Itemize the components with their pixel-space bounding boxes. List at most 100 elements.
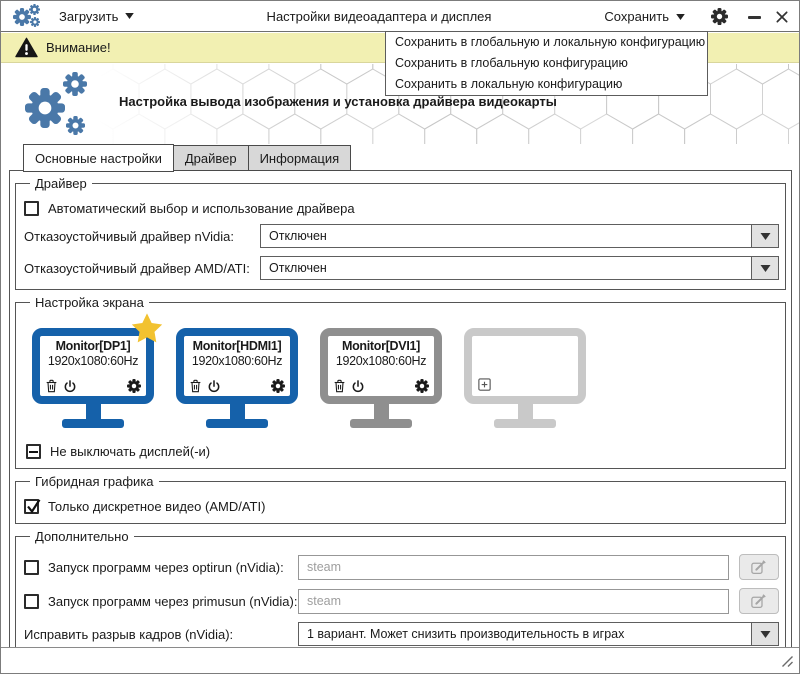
save-button[interactable]: Сохранить [604,9,685,24]
nvidia-failsafe-label: Отказоустойчивый драйвер nVidia: [24,228,234,244]
warning-triangle-icon [15,37,38,58]
tearing-fix-select[interactable]: 1 вариант. Может снизить производительно… [298,622,779,646]
monitor-base [206,419,268,428]
pencil-icon [750,592,768,610]
discrete-only-checkbox[interactable] [24,499,41,514]
load-button-label: Загрузить [59,8,119,24]
amd-failsafe-value: Отключен [269,261,327,275]
gear-icon[interactable] [127,379,141,393]
save-menu-item[interactable]: Сохранить в локальную конфигурацию [395,77,623,91]
optirun-label: Запуск программ через optirun (nVidia): [48,559,284,575]
tearing-fix-value: 1 вариант. Может снизить производительно… [307,627,625,641]
settings-gear-icon[interactable] [711,8,728,25]
monitor-mode: 1920x1080:60Hz [191,354,283,368]
keep-display-on-checkbox[interactable] [26,444,41,459]
resize-grip-icon[interactable] [780,654,794,668]
power-icon[interactable] [63,379,77,393]
monitor-list: Monitor[DP1]1920x1080:60Hz Monitor[HDMI1… [22,312,781,430]
gear-icon [66,116,85,135]
monitor-base [350,419,412,428]
save-dropdown-menu: Сохранить в глобальную и локальную конфи… [385,31,708,96]
app-logo-gears-icon [13,4,43,28]
monitor-mode: 1920x1080:60Hz [47,354,139,368]
monitor-name: Monitor[DP1] [55,339,131,353]
titlebar: Загрузить Настройки видеоадаптера и дисп… [1,1,799,32]
app-logo-gears-icon [25,70,91,136]
page-subtitle: Настройка вывода изображения и установка… [119,94,557,109]
save-menu-item[interactable]: Сохранить в глобальную и локальную конфи… [395,35,706,49]
gear-icon [25,88,65,128]
tearing-fix-label: Исправить разрыв кадров (nVidia): [24,626,234,642]
monitor-screen: Monitor[DP1]1920x1080:60Hz [32,328,154,404]
titlebar-right: Сохранить [604,1,789,32]
monitor-stand [85,404,101,419]
trash-icon[interactable] [45,379,58,393]
dropdown-arrow-button[interactable] [751,623,778,645]
optirun-edit-button[interactable] [739,554,779,580]
monitor-card[interactable]: Monitor[DP1]1920x1080:60Hz [32,313,163,428]
monitor-card[interactable]: Monitor[DVI1]1920x1080:60Hz [320,328,442,428]
trash-icon[interactable] [333,379,346,393]
power-icon[interactable] [207,379,221,393]
primusun-edit-button[interactable] [739,588,779,614]
status-bar [1,647,799,673]
dropdown-arrow-button[interactable] [751,257,778,279]
warning-text: Внимание! [46,40,111,55]
close-icon[interactable] [775,10,789,24]
group-screen: Настройка экрана Monitor[DP1]1920x1080:6… [15,295,786,469]
monitor-add-card[interactable] [464,328,586,428]
dropdown-arrow-button[interactable] [751,225,778,247]
nvidia-failsafe-value: Отключен [269,229,327,243]
tab-driver[interactable]: Драйвер [172,145,249,171]
monitor-screen: Monitor[HDMI1]1920x1080:60Hz [176,328,298,404]
monitor-stand [517,404,533,419]
save-menu-item[interactable]: Сохранить в глобальную конфигурацию [395,56,628,70]
optirun-command-input[interactable] [298,554,729,580]
group-driver-title: Драйвер [35,176,87,191]
discrete-only-label: Только дискретное видео (AMD/ATI) [48,499,266,514]
monitor-base [62,419,124,428]
amd-failsafe-select[interactable]: Отключен [260,256,779,280]
group-hybrid: Гибридная графика Только дискретное виде… [15,474,786,524]
group-hybrid-title: Гибридная графика [35,474,154,489]
tab-main-settings[interactable]: Основные настройки [23,144,174,172]
monitor-name: Monitor[HDMI1] [192,339,282,353]
chevron-down-icon [760,232,771,240]
gear-icon[interactable] [271,379,285,393]
tab-info[interactable]: Информация [247,145,352,171]
group-extra-title: Дополнительно [35,529,129,544]
monitor-screen [464,328,586,404]
primusun-command-input[interactable] [298,588,729,614]
group-driver: Драйвер Автоматический выбор и использов… [15,176,786,290]
tab-content-panel: Драйвер Автоматический выбор и использов… [9,170,792,656]
plus-box-icon[interactable] [477,377,492,392]
monitor-mode: 1920x1080:60Hz [335,354,427,368]
monitor-name: Monitor[DVI1] [341,339,421,353]
gear-icon[interactable] [415,379,429,393]
save-button-label: Сохранить [604,9,669,24]
primusun-checkbox[interactable] [24,593,39,609]
gear-icon [13,8,31,26]
pencil-icon [750,558,768,576]
minimize-icon[interactable] [747,9,762,25]
monitor-screen: Monitor[DVI1]1920x1080:60Hz [320,328,442,404]
chevron-down-icon [760,630,771,638]
tab-bar: Основные настройки Драйвер Информация [23,144,352,172]
monitor-base [494,419,556,428]
load-button[interactable]: Загрузить [59,8,135,24]
nvidia-failsafe-select[interactable]: Отключен [260,224,779,248]
trash-icon[interactable] [189,379,202,393]
auto-driver-label: Автоматический выбор и использование дра… [48,201,355,216]
gear-icon [63,72,87,96]
auto-driver-checkbox[interactable] [24,201,39,216]
monitor-card[interactable]: Monitor[HDMI1]1920x1080:60Hz [176,328,298,428]
keep-display-on-label: Не выключать дисплей(-и) [50,444,211,459]
optirun-checkbox[interactable] [24,559,39,575]
star-icon [129,311,165,347]
monitor-stand [229,404,245,419]
window-title: Настройки видеоадаптера и дисплея [266,8,492,24]
power-icon[interactable] [351,379,365,393]
gear-icon [30,17,40,27]
monitor-stand [373,404,389,419]
